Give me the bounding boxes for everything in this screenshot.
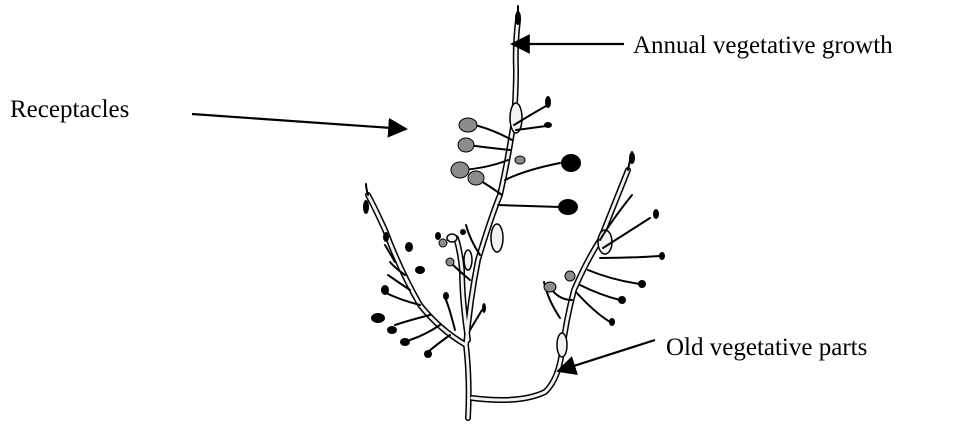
receptacle bbox=[545, 96, 551, 108]
receptacle bbox=[561, 154, 581, 172]
stem-group bbox=[368, 20, 628, 418]
stem-node bbox=[464, 250, 472, 270]
receptacle bbox=[446, 258, 454, 266]
receptacle bbox=[618, 296, 626, 304]
receptacle bbox=[482, 303, 486, 313]
label-annual-vegetative-growth: Annual vegetative growth bbox=[633, 33, 893, 58]
receptacle bbox=[435, 232, 441, 240]
receptacle bbox=[405, 242, 413, 252]
receptacle bbox=[515, 156, 525, 164]
receptacle bbox=[629, 152, 635, 164]
receptacle bbox=[459, 118, 477, 132]
receptacle bbox=[443, 292, 449, 300]
stem-node bbox=[557, 333, 567, 357]
receptacle bbox=[544, 282, 556, 292]
receptacle bbox=[424, 350, 432, 358]
pointer-arrows bbox=[192, 44, 655, 371]
old-parts-arrow bbox=[558, 340, 655, 371]
receptacle bbox=[439, 239, 447, 247]
receptacle bbox=[400, 338, 410, 346]
receptacle bbox=[363, 200, 369, 214]
receptacle bbox=[415, 266, 425, 274]
receptacle bbox=[544, 122, 552, 128]
stem-node bbox=[447, 234, 457, 242]
receptacle bbox=[458, 138, 474, 152]
receptacle bbox=[383, 232, 389, 242]
receptacle bbox=[468, 171, 484, 185]
receptacle bbox=[387, 326, 397, 334]
label-old-vegetative-parts: Old vegetative parts bbox=[666, 335, 867, 360]
receptacle bbox=[653, 209, 659, 219]
receptacle bbox=[460, 229, 466, 235]
receptacle bbox=[638, 280, 646, 288]
receptacle bbox=[659, 252, 665, 260]
receptacle bbox=[558, 199, 578, 215]
receptacle bbox=[609, 318, 615, 326]
stem-node bbox=[491, 224, 503, 252]
label-receptacles: Receptacles bbox=[10, 97, 129, 122]
receptacle bbox=[515, 11, 521, 25]
receptacle bbox=[381, 285, 389, 295]
receptacles-arrow bbox=[192, 114, 406, 129]
receptacle bbox=[371, 313, 385, 323]
receptacle bbox=[565, 271, 575, 281]
receptacle bbox=[451, 162, 469, 178]
